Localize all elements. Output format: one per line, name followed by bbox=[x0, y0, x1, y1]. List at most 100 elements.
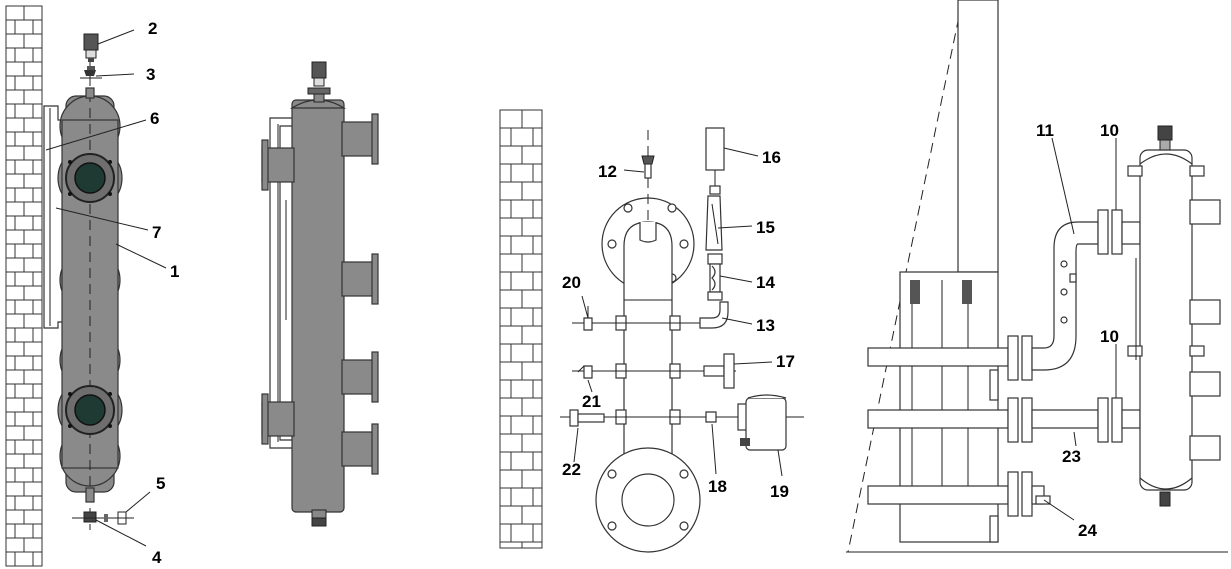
label-24: 24 bbox=[1078, 521, 1097, 540]
label-16: 16 bbox=[762, 148, 781, 167]
brick bbox=[32, 495, 43, 511]
brick bbox=[5, 383, 16, 399]
label-7: 7 bbox=[152, 223, 161, 242]
label-10-top: 10 bbox=[1100, 121, 1119, 140]
brick bbox=[5, 299, 16, 315]
panel-2-side-view bbox=[261, 61, 379, 527]
brick bbox=[499, 487, 512, 507]
brick bbox=[5, 537, 25, 553]
brick bbox=[532, 127, 543, 147]
brick bbox=[23, 229, 43, 245]
brick bbox=[499, 415, 512, 435]
brick bbox=[23, 341, 43, 357]
brick bbox=[14, 271, 34, 287]
leader-lines-panel-4 bbox=[1043, 137, 1117, 521]
brick bbox=[5, 187, 16, 203]
brick-wall-left bbox=[5, 5, 43, 567]
label-1: 1 bbox=[170, 262, 179, 281]
brick bbox=[23, 257, 43, 273]
brick bbox=[510, 127, 534, 147]
label-3: 3 bbox=[146, 65, 155, 84]
brick bbox=[5, 75, 16, 91]
brick bbox=[14, 327, 34, 343]
brick bbox=[499, 523, 512, 543]
brick bbox=[14, 551, 34, 567]
brick bbox=[32, 439, 43, 455]
brick bbox=[532, 343, 543, 363]
brick bbox=[32, 47, 43, 63]
label-22: 22 bbox=[562, 460, 581, 479]
brick bbox=[5, 551, 16, 567]
fittings-body bbox=[623, 221, 673, 471]
brick bbox=[521, 397, 543, 417]
label-23: 23 bbox=[1062, 447, 1081, 466]
label-14: 14 bbox=[756, 273, 775, 292]
brick bbox=[23, 313, 43, 329]
brick bbox=[14, 495, 34, 511]
brick bbox=[532, 415, 543, 435]
brick bbox=[499, 181, 523, 201]
brick bbox=[521, 505, 543, 525]
brick bbox=[5, 5, 25, 21]
brick bbox=[499, 235, 512, 255]
brick bbox=[14, 75, 34, 91]
brick bbox=[5, 495, 16, 511]
brick bbox=[499, 145, 523, 165]
elbow-13 bbox=[699, 301, 729, 329]
brick bbox=[532, 487, 543, 507]
brick bbox=[5, 481, 25, 497]
brick bbox=[5, 327, 16, 343]
brick bbox=[14, 19, 34, 35]
side-cylinder bbox=[291, 99, 345, 513]
leader-lines-panel-3 bbox=[573, 147, 783, 477]
brick bbox=[32, 327, 43, 343]
brick bbox=[5, 271, 16, 287]
brick bbox=[5, 369, 25, 385]
brick bbox=[499, 109, 523, 129]
brick bbox=[499, 325, 523, 345]
brick bbox=[23, 397, 43, 413]
brick bbox=[5, 117, 25, 133]
brick bbox=[521, 253, 543, 273]
brick bbox=[23, 509, 43, 525]
panel-3-fittings-view bbox=[499, 109, 804, 553]
brick bbox=[23, 481, 43, 497]
brick bbox=[5, 229, 25, 245]
label-11: 11 bbox=[1036, 121, 1054, 140]
fitting-12 bbox=[641, 155, 655, 165]
brick bbox=[499, 361, 523, 381]
brick bbox=[5, 243, 16, 259]
label-17: 17 bbox=[776, 352, 795, 371]
fitting-18 bbox=[705, 411, 717, 423]
brick bbox=[499, 433, 523, 453]
fitting-21 bbox=[583, 365, 593, 379]
label-6: 6 bbox=[150, 109, 159, 128]
brick bbox=[5, 215, 16, 231]
brick bbox=[23, 89, 43, 105]
sensor-head-16 bbox=[705, 127, 725, 171]
brick bbox=[14, 439, 34, 455]
brick bbox=[510, 379, 534, 399]
brick bbox=[5, 285, 25, 301]
brick bbox=[32, 75, 43, 91]
brick bbox=[510, 199, 534, 219]
panel-4-installation-view bbox=[846, 0, 1228, 553]
brick bbox=[5, 439, 16, 455]
label-20: 20 bbox=[562, 273, 581, 292]
brick bbox=[32, 271, 43, 287]
brick bbox=[23, 201, 43, 217]
brick bbox=[499, 127, 512, 147]
part-number-labels: 2 3 6 7 1 5 4 12 16 15 14 20 13 17 21 22… bbox=[146, 19, 1119, 567]
brick bbox=[5, 131, 16, 147]
brick bbox=[5, 411, 16, 427]
brick bbox=[532, 379, 543, 399]
brick bbox=[510, 271, 534, 291]
brick bbox=[532, 271, 543, 291]
brick bbox=[5, 313, 25, 329]
vent-valve bbox=[80, 66, 102, 79]
brick bbox=[32, 299, 43, 315]
fitting-22 bbox=[569, 409, 579, 427]
brick bbox=[499, 469, 523, 489]
brick bbox=[521, 109, 543, 129]
brick bbox=[5, 173, 25, 189]
